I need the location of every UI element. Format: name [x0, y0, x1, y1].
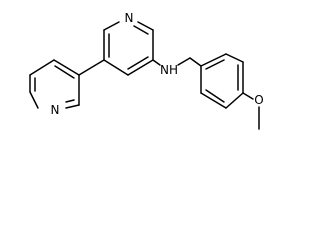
double-bond-l-3 — [65, 99, 75, 103]
bond-l-n-right — [65, 104, 80, 109]
molecule-structure: N N NH O — [29, 11, 264, 130]
bond-b-bottom-right — [225, 92, 244, 109]
methoxy-group — [242, 92, 260, 130]
bond-nh-ch2 — [177, 57, 191, 66]
bond-c2-n1 — [103, 21, 120, 31]
atom-label-n-pyridine-top: N — [125, 11, 134, 25]
bond-l-top-right — [53, 59, 80, 76]
bond-l-n-left — [29, 91, 39, 109]
bond-b-top — [200, 53, 227, 67]
bond-ch2-aryl — [189, 57, 202, 67]
amine-linker — [152, 57, 202, 67]
bond-c5-nh — [152, 59, 161, 66]
central-pyridine-ring — [103, 21, 154, 76]
left-pyridine-ring — [29, 59, 105, 109]
bond-c5-c4 — [127, 59, 154, 76]
double-bond-l-1 — [54, 65, 75, 79]
atom-label-n-pyridine-left: N — [51, 103, 60, 117]
bond-ring-link — [78, 59, 105, 76]
bond-aryl-o — [242, 92, 254, 100]
benzene-ring — [200, 53, 244, 109]
double-bond-b-3 — [205, 89, 225, 103]
bond-l-top-left — [29, 59, 55, 76]
bond-b-top-right — [225, 53, 244, 63]
double-bond-n1-c6 — [133, 25, 149, 35]
bond-b-bottom-left — [200, 92, 227, 109]
atom-label-nh-amine: NH — [160, 63, 178, 77]
atom-label-o-methoxy: O — [254, 93, 263, 107]
bond-n1-c6 — [137, 21, 154, 31]
structure-canvas: N N NH O — [29, 11, 264, 130]
bond-c4-c3 — [103, 59, 129, 76]
double-bond-c4-c5 — [127, 56, 149, 70]
double-bond-b-1 — [205, 59, 225, 70]
